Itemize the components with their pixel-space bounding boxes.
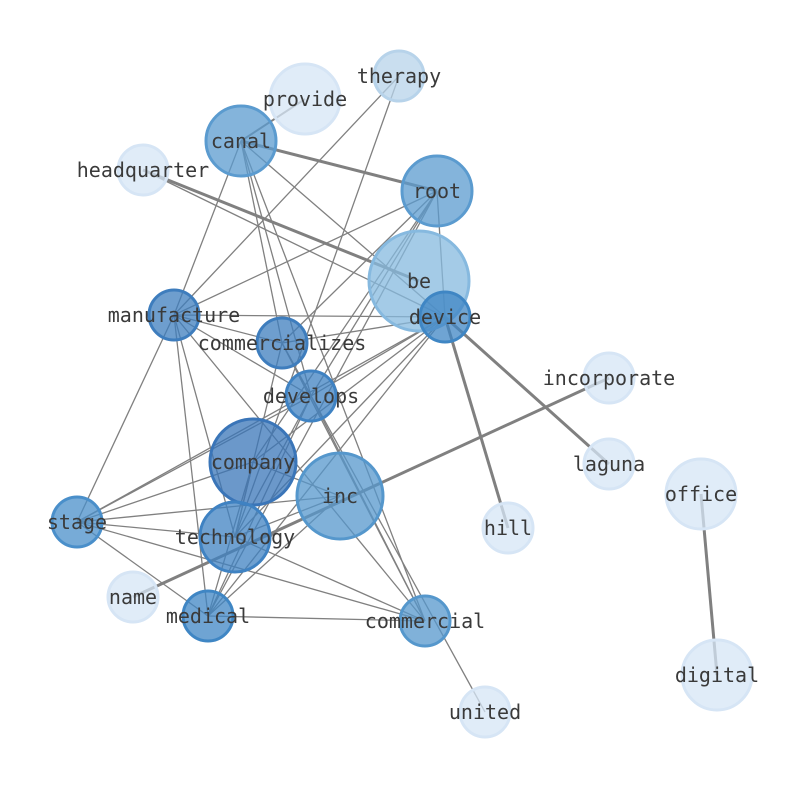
node-laguna	[582, 437, 636, 491]
edge-device-laguna	[443, 315, 611, 466]
node-stage	[50, 495, 104, 549]
node-label-canal: canal	[211, 129, 271, 153]
node-commercializes	[255, 316, 309, 370]
edge-device-hill	[443, 316, 510, 529]
node-device	[418, 290, 472, 344]
node-manufacture	[147, 288, 201, 342]
node-united	[458, 685, 512, 739]
edge-stage-commercial	[76, 521, 426, 622]
node-technology	[198, 500, 272, 574]
node-label-root: root	[413, 179, 461, 203]
edge-manufacture-develops	[173, 314, 312, 397]
node-company	[208, 417, 298, 507]
edge-manufacture-technology	[173, 314, 236, 538]
node-label-hill: hill	[484, 516, 532, 540]
node-therapy	[372, 49, 426, 103]
edge-stage-medical	[76, 521, 209, 617]
node-layer	[50, 49, 754, 739]
node-inc	[295, 451, 385, 541]
node-label-united: united	[449, 700, 521, 724]
node-label-manufacture: manufacture	[108, 303, 240, 327]
node-provide	[268, 62, 342, 136]
node-label-name: name	[109, 585, 157, 609]
node-label-commercial: commercial	[365, 609, 485, 633]
node-label-therapy: therapy	[357, 64, 441, 88]
node-label-laguna: laguna	[573, 452, 645, 476]
node-label-stage: stage	[47, 510, 107, 534]
node-headquarter	[116, 143, 170, 197]
node-medical	[181, 589, 235, 643]
edge-medical-commercial	[207, 615, 426, 622]
node-label-develops: develops	[263, 384, 359, 408]
node-develops	[284, 369, 338, 423]
node-digital	[680, 638, 754, 712]
node-label-be: be	[407, 269, 431, 293]
node-office	[664, 457, 738, 531]
node-label-provide: provide	[263, 87, 347, 111]
node-label-commercializes: commercializes	[198, 331, 367, 355]
node-incorporate	[582, 351, 636, 405]
node-label-office: office	[665, 482, 737, 506]
node-label-digital: digital	[675, 663, 759, 687]
edge-therapy-manufacture	[173, 75, 400, 316]
node-label-headquarter: headquarter	[77, 158, 209, 182]
node-root	[400, 154, 474, 228]
edge-root-manufacture	[173, 190, 438, 316]
node-label-device: device	[409, 305, 481, 329]
node-label-medical: medical	[166, 604, 250, 628]
node-label-technology: technology	[175, 525, 295, 549]
edge-manufacture-commercial	[173, 314, 426, 622]
node-label-inc: inc	[322, 484, 358, 508]
node-canal	[204, 104, 278, 178]
edge-develops-stage	[76, 395, 312, 523]
edge-manufacture-stage	[76, 314, 175, 523]
node-name	[106, 570, 160, 624]
node-hill	[481, 501, 535, 555]
node-commercial	[398, 594, 452, 648]
node-label-incorporate: incorporate	[543, 366, 675, 390]
node-label-company: company	[211, 450, 295, 474]
